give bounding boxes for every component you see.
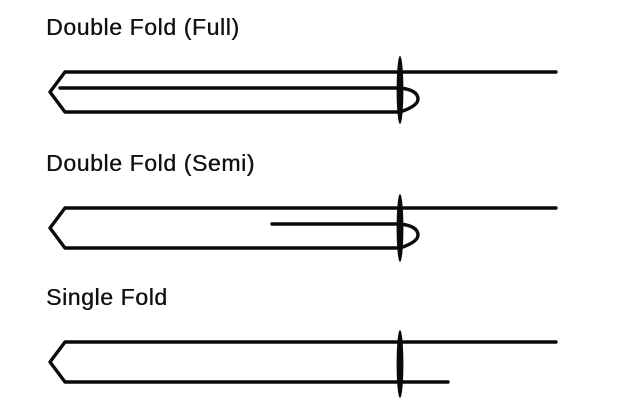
fabric-layer [48, 340, 558, 384]
double-fold-full-title: Double Fold (Full) [46, 14, 240, 40]
stitch-needle [396, 56, 404, 124]
double-fold-full-diagram [48, 56, 558, 124]
outer-fabric-layer [48, 206, 558, 250]
double-fold-semi-title: Double Fold (Semi) [46, 150, 255, 176]
stitch-needle [396, 194, 404, 262]
stitch-needle [396, 330, 404, 398]
single-fold-diagram [48, 330, 558, 398]
double-fold-semi-diagram [48, 194, 558, 262]
inner-fabric-layer [58, 86, 420, 114]
inner-fabric-layer [270, 222, 420, 250]
single-fold-title: Single Fold [46, 284, 168, 310]
outer-fabric-layer [48, 70, 558, 114]
